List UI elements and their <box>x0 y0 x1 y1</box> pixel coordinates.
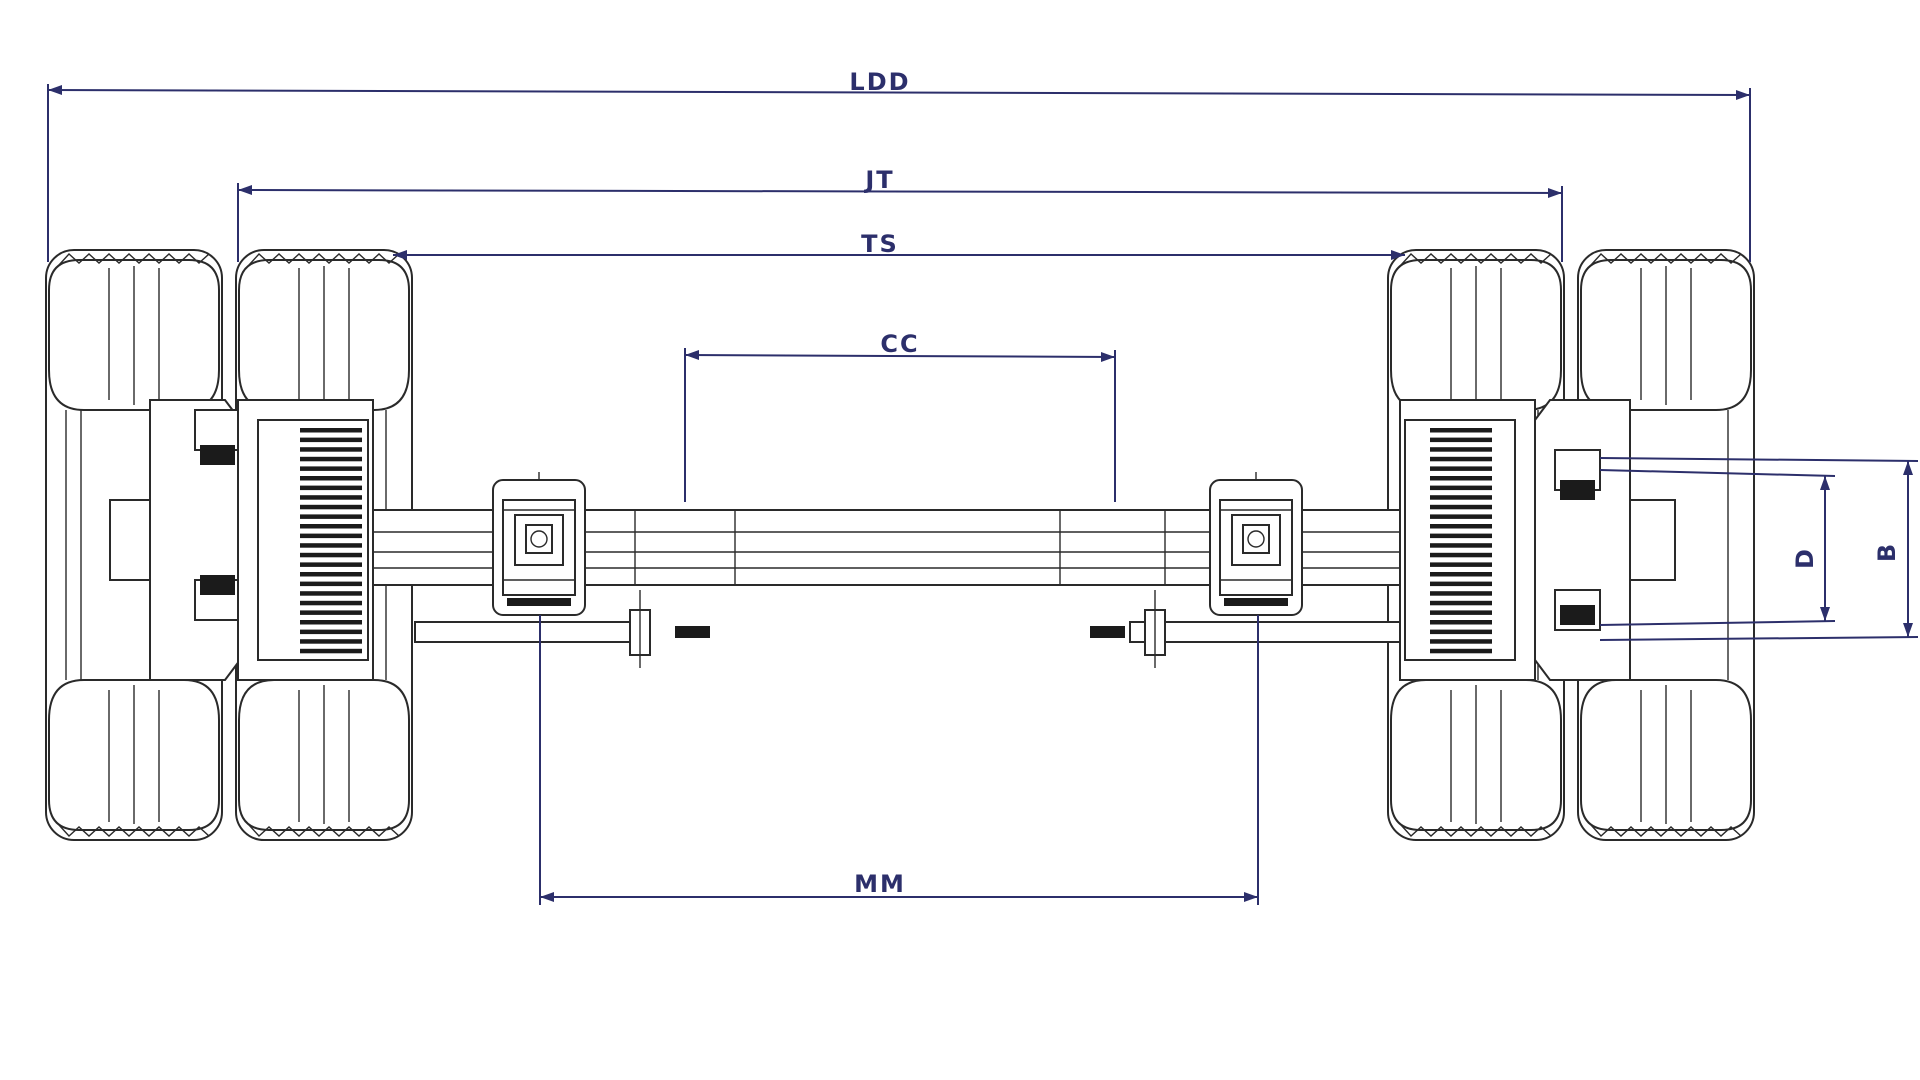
left-camshaft <box>414 590 710 668</box>
brake-fin <box>1430 543 1492 548</box>
label-cc: CC <box>880 330 919 358</box>
brake-fin <box>1430 524 1492 529</box>
brake-fin <box>300 514 362 519</box>
left-spring-bracket <box>492 471 586 616</box>
brake-fin <box>300 504 362 510</box>
dimension-cc: CC <box>684 330 1116 502</box>
dimension-d: D <box>1599 469 1836 626</box>
brake-fin <box>1430 639 1492 644</box>
brake-fin <box>300 629 362 635</box>
left-brake-fins <box>300 428 362 654</box>
brake-fin <box>300 466 362 471</box>
brake-fin <box>300 485 362 491</box>
dimension-mm: MM <box>539 615 1259 905</box>
brake-fin <box>300 591 362 596</box>
brake-fin <box>300 581 362 587</box>
brake-fin <box>300 533 362 539</box>
brake-fin <box>1430 428 1492 433</box>
brake-fin <box>1430 610 1492 615</box>
dimension-jt: JT <box>237 166 1563 262</box>
brake-fin <box>300 639 362 644</box>
brake-fin <box>300 552 362 558</box>
brake-fin <box>300 456 362 462</box>
brake-fin <box>300 620 362 625</box>
label-ldd: LDD <box>849 68 910 96</box>
brake-fin <box>300 562 362 567</box>
brake-fin <box>300 648 362 654</box>
brake-fin <box>300 600 362 606</box>
brake-fin <box>1430 504 1492 510</box>
brake-fin <box>1430 629 1492 635</box>
brake-fin <box>1430 552 1492 558</box>
brake-fin <box>300 437 362 443</box>
brake-fin <box>1430 514 1492 519</box>
brake-fin <box>1430 581 1492 587</box>
label-mm: MM <box>854 870 906 898</box>
brake-fin <box>1430 562 1492 567</box>
right-camshaft <box>1090 590 1401 668</box>
brake-fin <box>300 572 362 577</box>
brake-fin <box>300 495 362 500</box>
brake-fin <box>1430 495 1492 500</box>
brake-fin <box>1430 572 1492 577</box>
brake-fin <box>1430 437 1492 443</box>
brake-fin <box>1430 600 1492 606</box>
brake-fin <box>1430 447 1492 452</box>
brake-fin <box>300 543 362 548</box>
brake-fin <box>300 610 362 615</box>
brake-fin <box>300 524 362 529</box>
right-spring-bracket <box>1209 471 1303 616</box>
dimension-ldd: LDD <box>47 68 1751 262</box>
label-b: B <box>1873 542 1901 562</box>
brake-fin <box>300 476 362 481</box>
brake-fin <box>300 447 362 452</box>
right-brake-fins <box>1430 428 1492 654</box>
label-jt: JT <box>863 166 894 194</box>
dimension-b: B <box>1599 457 1919 641</box>
brake-fin <box>1430 648 1492 654</box>
brake-fin <box>1430 620 1492 625</box>
label-ts: TS <box>861 230 899 258</box>
brake-fin <box>1430 591 1492 596</box>
brake-fin <box>1430 466 1492 471</box>
brake-fin <box>1430 533 1492 539</box>
brake-fin <box>300 428 362 433</box>
brake-fin <box>1430 476 1492 481</box>
label-d: D <box>1791 547 1819 569</box>
brake-fin <box>1430 456 1492 462</box>
brake-fin <box>1430 485 1492 491</box>
dimension-ts: TS <box>393 230 1405 260</box>
